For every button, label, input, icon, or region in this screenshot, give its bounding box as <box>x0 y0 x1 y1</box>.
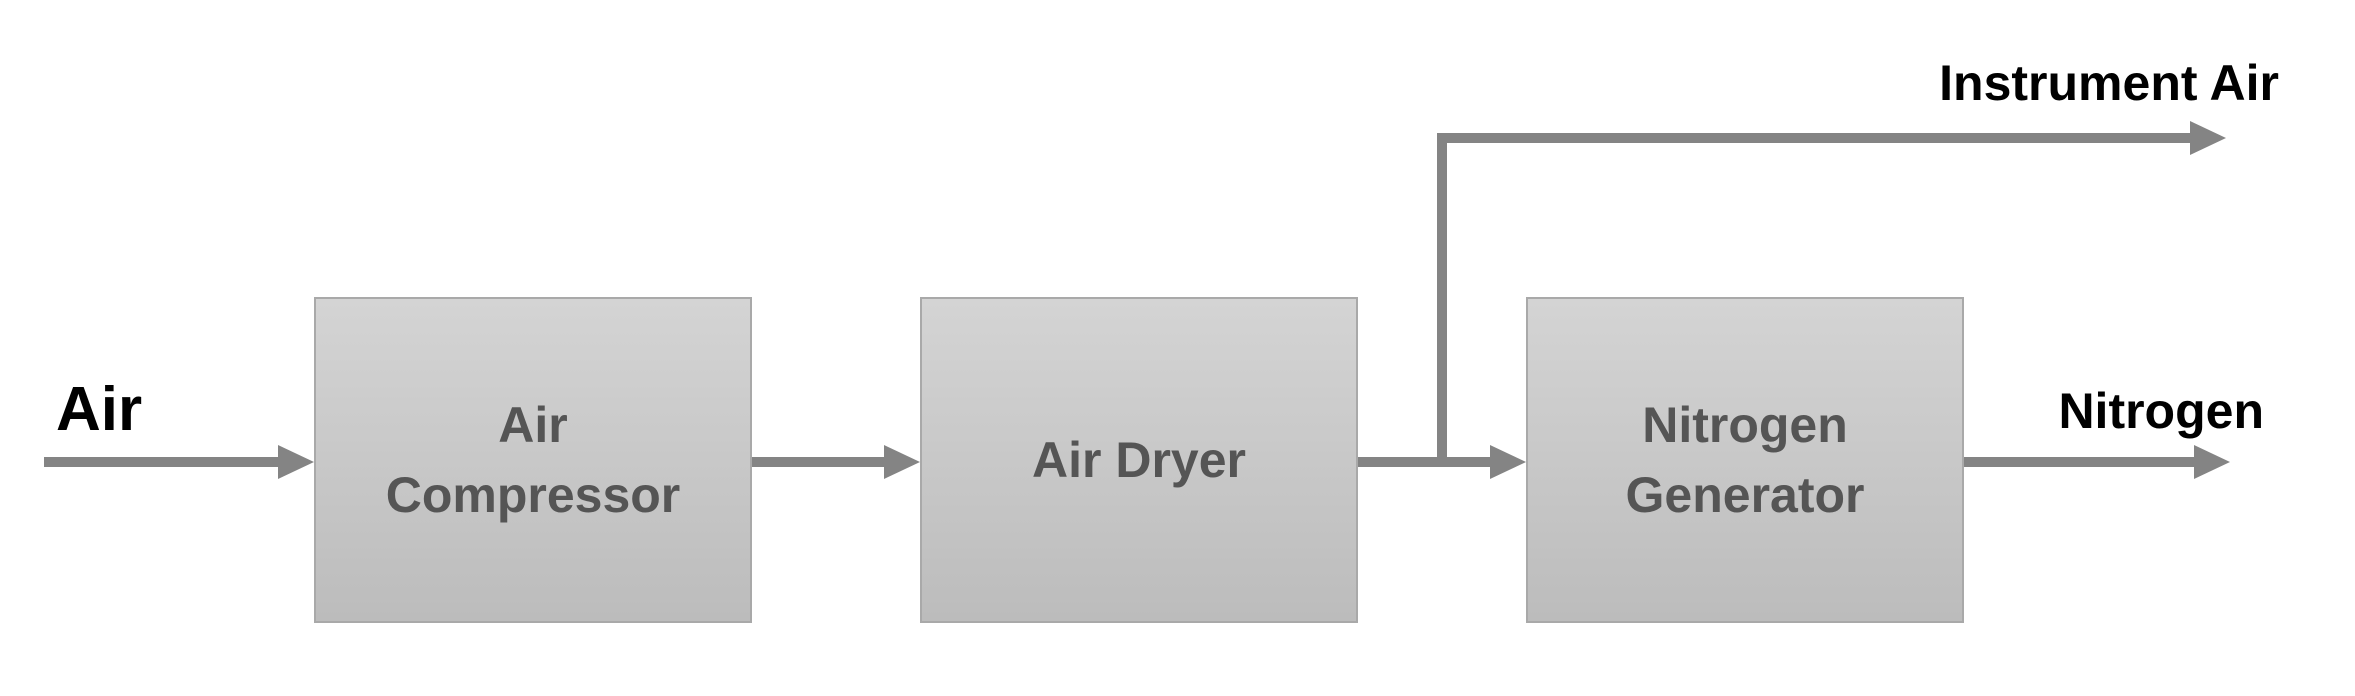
instrument-air-branch-line <box>1437 133 2190 462</box>
nitrogen-generator-block: Nitrogen Generator <box>1526 297 1964 623</box>
compressor-to-dryer-arrowhead <box>884 445 920 479</box>
instrument-air-output-label: Instrument Air <box>1939 55 2279 111</box>
dryer-to-generator-arrowhead <box>1490 445 1526 479</box>
nitrogen-generator-label: Nitrogen Generator <box>1625 397 1865 523</box>
air-compressor-block: Air Compressor <box>314 297 752 623</box>
air-compressor-label: Air Compressor <box>385 397 681 523</box>
air-input-label: Air <box>56 375 143 444</box>
flow-arrows <box>44 121 2230 479</box>
air-dryer-label: Air Dryer <box>1032 432 1246 488</box>
nitrogen-output-label: Nitrogen <box>2058 383 2264 439</box>
instrument-air-arrowhead <box>2190 121 2226 155</box>
air-dryer-block: Air Dryer <box>920 297 1358 623</box>
nitrogen-output-arrowhead <box>2194 445 2230 479</box>
air-input-arrowhead <box>278 445 314 479</box>
